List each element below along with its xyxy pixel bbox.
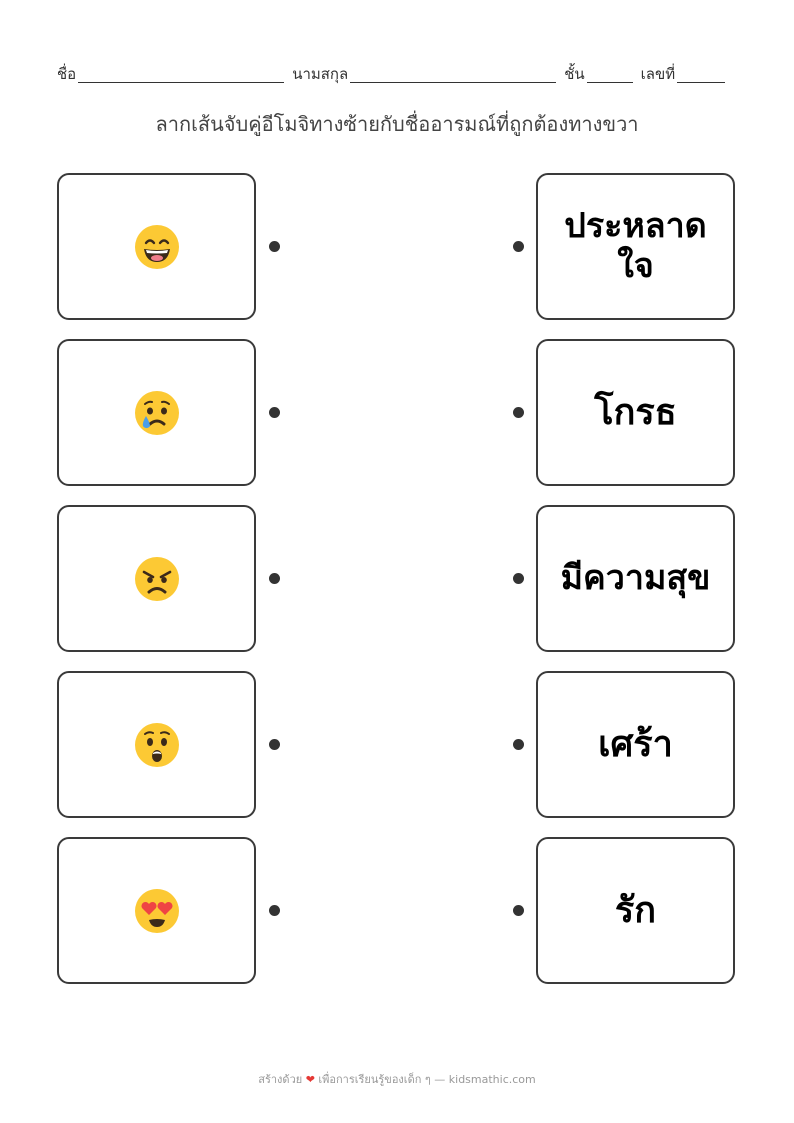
footer-text-after: เพื่อการเรียนรู้ของเด็ก ๆ — kidsmathic.c…	[318, 1073, 536, 1086]
left-connector-dot-2[interactable]	[269, 407, 280, 418]
name-label: ชื่อ	[57, 65, 77, 83]
footer-text-before: สร้างด้วย	[258, 1073, 303, 1086]
emoji-card-5[interactable]	[57, 837, 256, 984]
right-connector-dot-3[interactable]	[513, 573, 524, 584]
angry-face-icon	[134, 556, 179, 601]
number-label: เลขที่	[640, 65, 676, 83]
word-card-2[interactable]: โกรธ	[536, 339, 735, 486]
heart-icon: ❤	[305, 1073, 315, 1086]
emotion-word: ประหลาด ใจ	[564, 207, 707, 285]
emotion-word: เศร้า	[598, 723, 673, 765]
emotion-word: รัก	[614, 889, 657, 931]
word-card-4[interactable]: เศร้า	[536, 671, 735, 818]
right-connector-dot-2[interactable]	[513, 407, 524, 418]
number-field[interactable]	[677, 64, 726, 83]
crying-face-icon	[134, 390, 179, 435]
right-connector-dot-5[interactable]	[513, 905, 524, 916]
emotion-word-line-2: ใจ	[617, 245, 654, 286]
left-connector-dot-4[interactable]	[269, 739, 280, 750]
emoji-card-3[interactable]	[57, 505, 256, 652]
grinning-face-icon	[134, 224, 179, 269]
emoji-card-4[interactable]	[57, 671, 256, 818]
emoji-card-1[interactable]	[57, 173, 256, 320]
emotion-word: มีความสุข	[560, 557, 711, 598]
grade-field[interactable]	[586, 64, 633, 83]
right-connector-dot-1[interactable]	[513, 241, 524, 252]
right-connector-dot-4[interactable]	[513, 739, 524, 750]
emotion-word-line-1: ประหลาด	[564, 206, 707, 247]
heart-eyes-face-icon	[134, 888, 179, 933]
emotion-word: โกรธ	[594, 391, 677, 433]
hushed-face-icon	[134, 722, 179, 767]
grade-label: ชั้น	[564, 65, 585, 83]
surname-label: นามสกุล	[292, 65, 349, 83]
left-connector-dot-3[interactable]	[269, 573, 280, 584]
name-field[interactable]	[78, 64, 285, 83]
footer: สร้างด้วย ❤ เพื่อการเรียนรู้ของเด็ก ๆ — …	[0, 1070, 794, 1088]
left-connector-dot-5[interactable]	[269, 905, 280, 916]
surname-field[interactable]	[350, 64, 557, 83]
word-card-5[interactable]: รัก	[536, 837, 735, 984]
emoji-card-2[interactable]	[57, 339, 256, 486]
word-card-3[interactable]: มีความสุข	[536, 505, 735, 652]
student-info-row: ชื่อ นามสกุล ชั้น เลขที่	[57, 64, 748, 86]
word-card-1[interactable]: ประหลาด ใจ	[536, 173, 735, 320]
instruction-text: ลากเส้นจับคู่อีโมจิทางซ้ายกับชื่ออารมณ์ท…	[155, 112, 639, 136]
left-connector-dot-1[interactable]	[269, 241, 280, 252]
